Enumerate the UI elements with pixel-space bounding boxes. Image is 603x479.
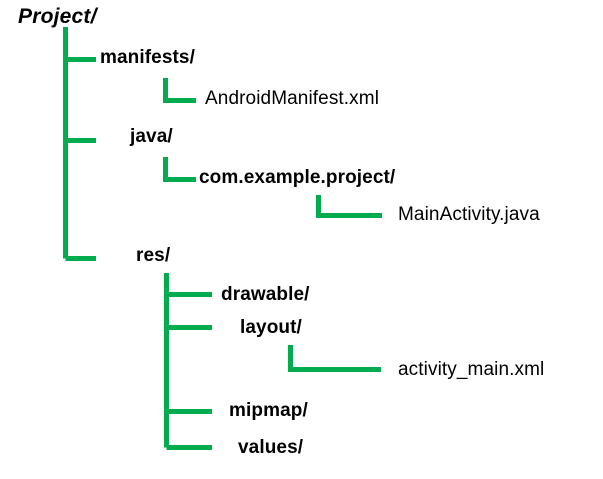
node-label-values: values/ xyxy=(238,437,304,458)
elbow-to-activitymain-line xyxy=(288,345,381,372)
node-label-activity-main-xml: activity_main.xml xyxy=(398,359,545,380)
elbow-to-androidmanifest-line xyxy=(163,78,196,103)
node-label-drawable: drawable/ xyxy=(221,284,310,305)
node-label-com-example-project: com.example.project/ xyxy=(199,167,396,188)
elbow-to-mainactivity-line xyxy=(316,195,382,218)
elbow-to-package-line xyxy=(163,157,196,182)
node-label-mipmap: mipmap/ xyxy=(229,400,308,421)
node-label-project-root: Project/ xyxy=(18,5,97,28)
node-label-androidmanifest-xml: AndroidManifest.xml xyxy=(205,88,380,109)
node-label-manifests: manifests/ xyxy=(100,47,195,68)
node-label-layout: layout/ xyxy=(240,317,302,338)
node-label-res: res/ xyxy=(136,245,171,266)
node-label-mainactivity-java: MainActivity.java xyxy=(398,204,540,225)
node-label-java: java/ xyxy=(130,126,173,147)
